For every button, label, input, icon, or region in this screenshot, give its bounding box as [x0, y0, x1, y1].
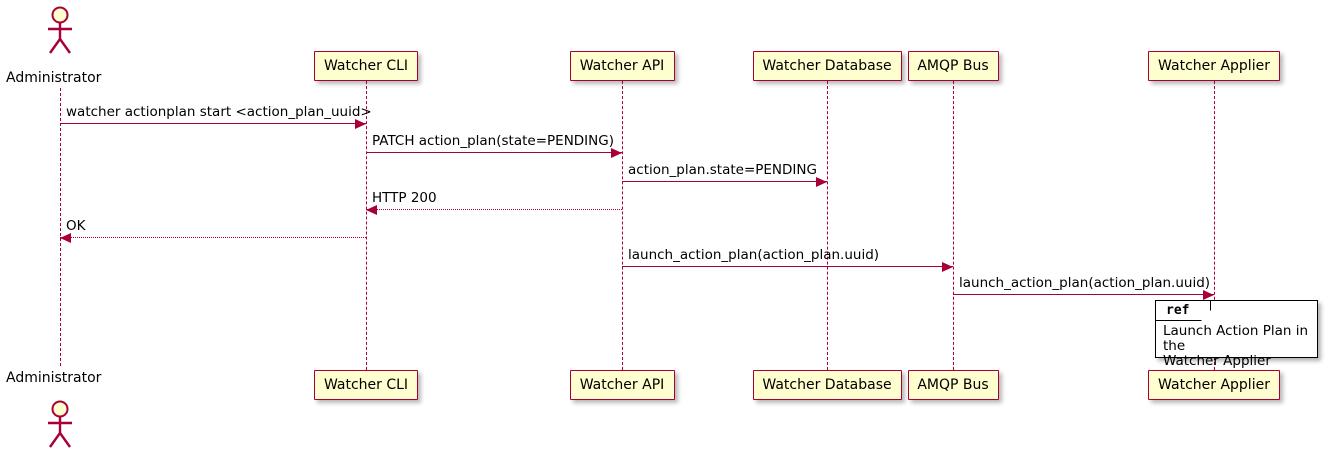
lifeline-administrator — [60, 88, 61, 366]
arrow-head-6 — [1203, 289, 1214, 300]
participant-watcher-api-bottom[interactable]: Watcher API — [569, 370, 675, 400]
arrow-head-0 — [355, 118, 366, 129]
message-line-1 — [366, 152, 622, 153]
message-label-2: action_plan.state=PENDING — [628, 162, 817, 178]
lifeline-watcher-database — [827, 81, 828, 370]
message-label-5: launch_action_plan(action_plan.uuid) — [628, 247, 880, 263]
arrow-head-5 — [942, 261, 953, 272]
message-label-6: launch_action_plan(action_plan.uuid) — [959, 275, 1211, 291]
participant-watcher-cli-top[interactable]: Watcher CLI — [314, 51, 418, 81]
participant-watcher-applier-bottom[interactable]: Watcher Applier — [1148, 370, 1280, 400]
actor-label-administrator-bottom: Administrator — [6, 370, 102, 386]
participant-watcher-database-bottom[interactable]: Watcher Database — [752, 370, 902, 400]
lifeline-watcher-cli — [366, 81, 367, 370]
actor-administrator-top — [38, 4, 82, 56]
arrow-head-4 — [60, 232, 71, 243]
lifeline-watcher-api — [622, 81, 623, 370]
participant-watcher-api-top[interactable]: Watcher API — [569, 51, 675, 81]
actor-administrator-bottom — [38, 398, 82, 450]
participant-amqp-bus-bottom[interactable]: AMQP Bus — [907, 370, 999, 400]
participant-watcher-applier-top[interactable]: Watcher Applier — [1148, 51, 1280, 81]
arrow-head-3 — [366, 204, 377, 215]
message-label-4: OK — [66, 218, 86, 234]
lifeline-watcher-applier — [1214, 81, 1215, 370]
message-line-6 — [953, 294, 1214, 295]
participant-amqp-bus-top[interactable]: AMQP Bus — [907, 51, 999, 81]
arrow-head-2 — [816, 176, 827, 187]
message-label-3: HTTP 200 — [372, 190, 437, 206]
message-line-2 — [622, 181, 827, 182]
ref-fragment-tab-label: ref — [1166, 303, 1190, 318]
message-line-5 — [622, 266, 953, 267]
actor-label-administrator-top: Administrator — [6, 70, 102, 86]
lifeline-amqp-bus — [953, 81, 954, 370]
arrow-head-1 — [611, 147, 622, 158]
participant-watcher-cli-bottom[interactable]: Watcher CLI — [314, 370, 418, 400]
message-line-3 — [366, 209, 622, 210]
participant-watcher-database-top[interactable]: Watcher Database — [752, 51, 902, 81]
message-label-0: watcher actionplan start <action_plan_uu… — [66, 104, 372, 120]
ref-fragment-body: Launch Action Plan in the Watcher Applie… — [1163, 323, 1309, 369]
message-line-4 — [60, 237, 366, 238]
message-label-1: PATCH action_plan(state=PENDING) — [372, 133, 614, 149]
message-line-0 — [60, 123, 366, 124]
